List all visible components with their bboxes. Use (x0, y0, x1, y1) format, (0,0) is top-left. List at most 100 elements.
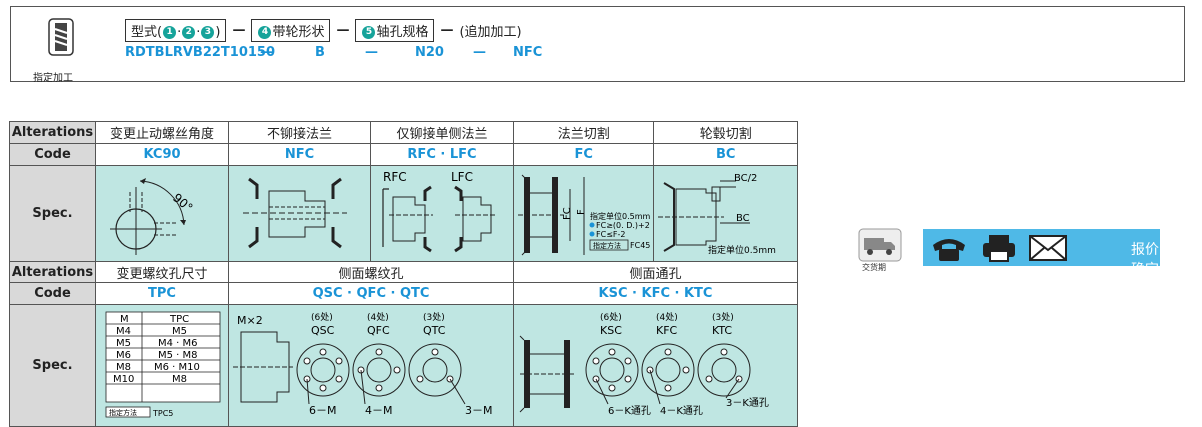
dash: — (232, 23, 246, 38)
alterations-label: Alterations (9, 261, 96, 283)
k-count: (6处) (600, 311, 622, 323)
add-value: NFC (513, 45, 543, 60)
q-code: QSC (311, 324, 335, 337)
fc-diagram: FC F 指定单位0.5mm FC≥(0. D.)+2 FC≤F-2 指定方法 … (512, 165, 655, 262)
code-link[interactable]: TPC (95, 282, 229, 305)
dash: — (473, 45, 486, 60)
shape-value: B (315, 45, 325, 60)
alterations-label: Alterations (9, 121, 96, 144)
bc-half-label: BC/2 (734, 173, 757, 184)
tpc-cell: M4 · M6 (158, 338, 198, 349)
alterations-row: Alterations 变更止动螺丝角度 不铆接法兰 仅铆接单侧法兰 法兰切割 … (9, 121, 798, 144)
tpc-spec: M TPC M4 M5 M5 M4 · M6 M6 M5 · M8 M8 M6 … (95, 304, 229, 427)
tpc-cell: M5 (172, 326, 187, 337)
delivery-label: 交货期 (862, 263, 886, 272)
spec-row: Spec. 90° (9, 165, 798, 262)
code-link[interactable]: QSC · QFC · QTC (228, 282, 514, 305)
bore-value: N20 (415, 45, 444, 60)
k-bottom: 4－K通孔 (660, 405, 703, 417)
num-2-icon: 2 (182, 26, 196, 39)
code-row: Code TPC QSC · QFC · QTC KSC · KFC · KTC (9, 282, 798, 305)
bc-label: BC (736, 213, 750, 224)
fc-note-2: FC≥(0. D.)+2 (596, 221, 650, 230)
tpc-cell: M5 (116, 338, 131, 349)
code-link[interactable]: BC (653, 143, 798, 166)
tpc-cell: M8 (172, 374, 187, 385)
fc-method-box: 指定方法 (593, 241, 621, 250)
mx2-label: M×2 (237, 314, 263, 327)
dash: — (336, 23, 350, 38)
phone-icon[interactable] (929, 233, 969, 263)
side-through-hole-diagram: (6处) (4处) (3处) KSC KFC KTC (513, 304, 798, 427)
alteration-cell: 轮毂切割 (653, 121, 798, 144)
q-count: (6处) (311, 311, 333, 323)
tpc-header: TPC (169, 314, 189, 325)
q-code: QTC (423, 324, 446, 337)
mail-icon[interactable] (1027, 233, 1069, 263)
tpc-cell: M6 · M10 (154, 362, 200, 373)
tpc-cell: M10 (113, 374, 134, 385)
dash: — (365, 45, 378, 60)
bore-label: 轴孔规格 (376, 25, 429, 40)
type-label: 型式 (131, 25, 158, 40)
q-bottom: 3－M (465, 404, 493, 417)
alteration-cell: 不铆接法兰 (228, 121, 371, 144)
code-row: Code KC90 NFC RFC · LFC FC BC (9, 143, 798, 166)
nfc-diagram (228, 165, 371, 262)
fax-icon[interactable] (979, 233, 1019, 263)
k-code: KSC (600, 324, 622, 337)
spec-row: Spec. M TPC M4 M5 M5 M4 · M6 (9, 304, 798, 427)
additional-label: (追加加工) (459, 25, 522, 40)
q-bottom: 6－M (309, 404, 337, 417)
code-label: Code (9, 282, 96, 305)
q-count: (3处) (423, 311, 445, 323)
num-4-icon: 4 (258, 26, 272, 39)
alterations-table: Alterations 变更止动螺丝角度 不铆接法兰 仅铆接单侧法兰 法兰切割 … (9, 121, 798, 427)
order-example-panel: 指定加工 (10, 6, 1185, 84)
q-code: QFC (367, 324, 390, 337)
lfc-label: LFC (451, 170, 473, 184)
delivery-truck-icon[interactable] (858, 228, 902, 262)
bc-diagram: BC/2 BC 指定单位0.5mm (653, 165, 798, 262)
tool-icon (39, 17, 83, 57)
alteration-cell: 侧面螺纹孔 (228, 261, 514, 283)
tpc-header: M (120, 314, 129, 325)
shape-label: 带轮形状 (272, 25, 325, 40)
tpc-cell: M8 (116, 362, 131, 373)
k-bottom: 6－K通孔 (608, 405, 651, 417)
code-link[interactable]: KSC · KFC · KTC (513, 282, 798, 305)
k-code: KTC (712, 324, 732, 337)
angle-label: 90° (170, 190, 195, 214)
bc-note: 指定单位0.5mm (708, 244, 776, 256)
fc-note-3: FC≤F-2 (596, 230, 625, 239)
quote-bar[interactable]: 报价确定 (923, 229, 1160, 278)
k-count: (4处) (656, 311, 678, 323)
tpc-cell: M6 (116, 350, 131, 361)
type-box: 型式(1·2·3) (125, 19, 227, 42)
k-code: KFC (656, 324, 678, 337)
spec-label: Spec. (9, 304, 96, 427)
code-link[interactable]: NFC (228, 143, 371, 166)
dash: — (440, 23, 454, 38)
rfc-label: RFC (383, 170, 407, 184)
f-dim: F (576, 209, 587, 215)
quote-label: 报价确定 (1131, 242, 1159, 278)
fc-dim: FC (562, 207, 573, 220)
code-link[interactable]: FC (512, 143, 655, 166)
q-count: (4处) (367, 311, 389, 323)
code-link[interactable]: RFC · LFC (370, 143, 514, 166)
alterations-row: Alterations 变更螺纹孔尺寸 侧面螺纹孔 侧面通孔 (9, 261, 798, 283)
fc-note-1: 指定单位0.5mm (590, 211, 651, 221)
num-3-icon: 3 (201, 26, 215, 39)
side-tapped-hole-diagram: M×2 (6处) (4处) (3处) QSC QFC QTC (228, 304, 514, 427)
tpc-cell: M5 · M8 (158, 350, 198, 361)
tpc-cell: M4 (116, 326, 131, 337)
kc90-diagram: 90° (95, 165, 229, 262)
dash: — (260, 45, 273, 60)
part-number: RDTBLRVB22T10150 (125, 45, 276, 60)
code-link[interactable]: KC90 (95, 143, 229, 166)
alteration-cell: 变更止动螺丝角度 (95, 121, 229, 144)
alteration-cell: 变更螺纹孔尺寸 (95, 261, 229, 283)
